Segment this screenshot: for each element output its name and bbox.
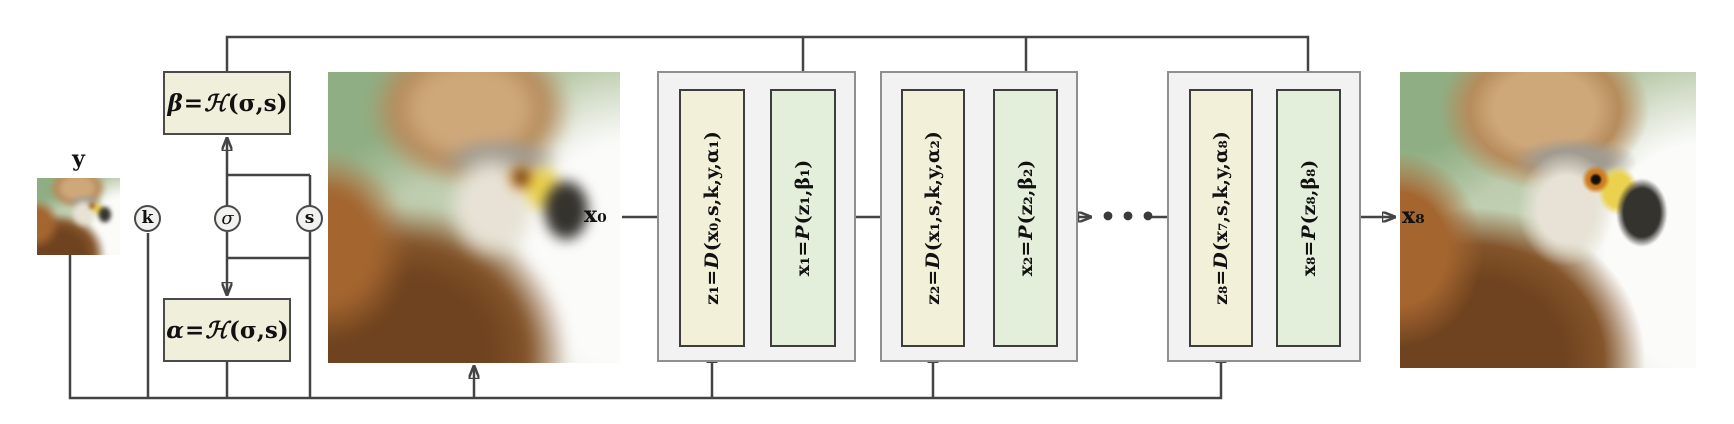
stage-1-data-module: z₁=D(x₀,s,k,y,α₁) [679,89,745,347]
prior-solver-symbol: P [1014,225,1037,240]
stage-8: z₈=D(x₇,s,k,y,α₈) x₈=P(z₈,β₈) [1167,71,1361,362]
input-image-label: y [72,146,85,172]
scale-node-s: s [296,205,323,232]
stage-1-data-formula: z₁=D(x₀,s,k,y,α₁) [701,131,723,305]
initial-image-x0 [328,72,620,363]
data-solver-symbol: D [922,252,944,269]
stage-2-data-module: z₂=D(x₁,s,k,y,α₂) [901,89,965,347]
stage-8-data-formula: z₈=D(x₇,s,k,y,α₈) [1210,131,1232,305]
stage-2: z₂=D(x₁,s,k,y,α₂) x₂=P(z₂,β₂) [880,71,1078,362]
lhs: x₈ [1297,256,1320,277]
equals-sign: = [701,269,723,286]
x0-label: x₀ [584,202,607,228]
beta-hypernet-module: β=ℋ(σ,s) [163,71,291,135]
data-solver-symbol: D [1210,252,1232,269]
args: (z₂,β₂) [1014,159,1037,225]
stage-8-prior-module: x₈=P(z₈,β₈) [1276,89,1341,347]
equals-sign: = [1014,240,1037,257]
lhs: z₈ [1210,285,1232,305]
data-solver-symbol: D [701,252,723,269]
alpha-hypernet-module: α=ℋ(σ,s) [163,298,291,362]
equals-sign: = [792,240,814,257]
bird-photo-art [37,178,120,255]
stage-1-prior-module: x₁=P(z₁,β₁) [770,89,836,347]
alpha-lhs: α [166,316,184,344]
bird-photo-art [328,72,620,363]
output-image-x8 [1400,72,1696,368]
stage-8-data-module: z₈=D(x₇,s,k,y,α₈) [1189,89,1253,347]
args: (z₈,β₈) [1297,159,1320,225]
stage-8-prior-formula: x₈=P(z₈,β₈) [1298,160,1320,277]
equals-sign: = [922,269,944,286]
args: (x₀,s,k,y,α₁) [701,131,723,252]
scale-node-label: s [304,208,315,228]
stage-1-prior-formula: x₁=P(z₁,β₁) [792,160,814,277]
alpha-args: (σ,s) [229,316,289,344]
args: (z₁,β₁) [792,159,814,225]
lhs: x₁ [792,256,814,277]
beta-args: (σ,s) [227,89,288,117]
x8-label: x₈ [1402,203,1425,229]
equals-sign: = [183,89,204,117]
noise-node-sigma: σ [214,205,241,232]
equals-sign: = [185,316,205,344]
hypernet-symbol: ℋ [205,316,229,344]
beta-lhs: β [167,89,183,117]
lhs: z₂ [922,285,944,305]
stage-2-prior-formula: x₂=P(z₂,β₂) [1015,160,1037,277]
args: (x₁,s,k,y,α₂) [922,131,944,252]
stage-2-data-formula: z₂=D(x₁,s,k,y,α₂) [922,131,944,305]
lhs: x₂ [1014,256,1037,277]
prior-solver-symbol: P [1297,225,1320,240]
ellipsis: ••• [1100,202,1160,231]
kernel-node-k: k [134,205,161,232]
bird-photo-art [1400,72,1696,368]
equals-sign: = [1297,240,1320,257]
hypernet-symbol: ℋ [204,89,227,117]
equals-sign: = [1210,269,1232,286]
stage-2-prior-module: x₂=P(z₂,β₂) [993,89,1058,347]
input-image-y [37,178,120,255]
prior-solver-symbol: P [792,225,814,240]
kernel-node-label: k [141,208,154,228]
alpha-formula: α=ℋ(σ,s) [165,317,288,344]
lhs: z₁ [701,285,723,305]
noise-node-label: σ [221,207,234,229]
args: (x₇,s,k,y,α₈) [1210,131,1232,252]
stage-1: z₁=D(x₀,s,k,y,α₁) x₁=P(z₁,β₁) [657,71,856,362]
beta-formula: β=ℋ(σ,s) [167,90,288,117]
